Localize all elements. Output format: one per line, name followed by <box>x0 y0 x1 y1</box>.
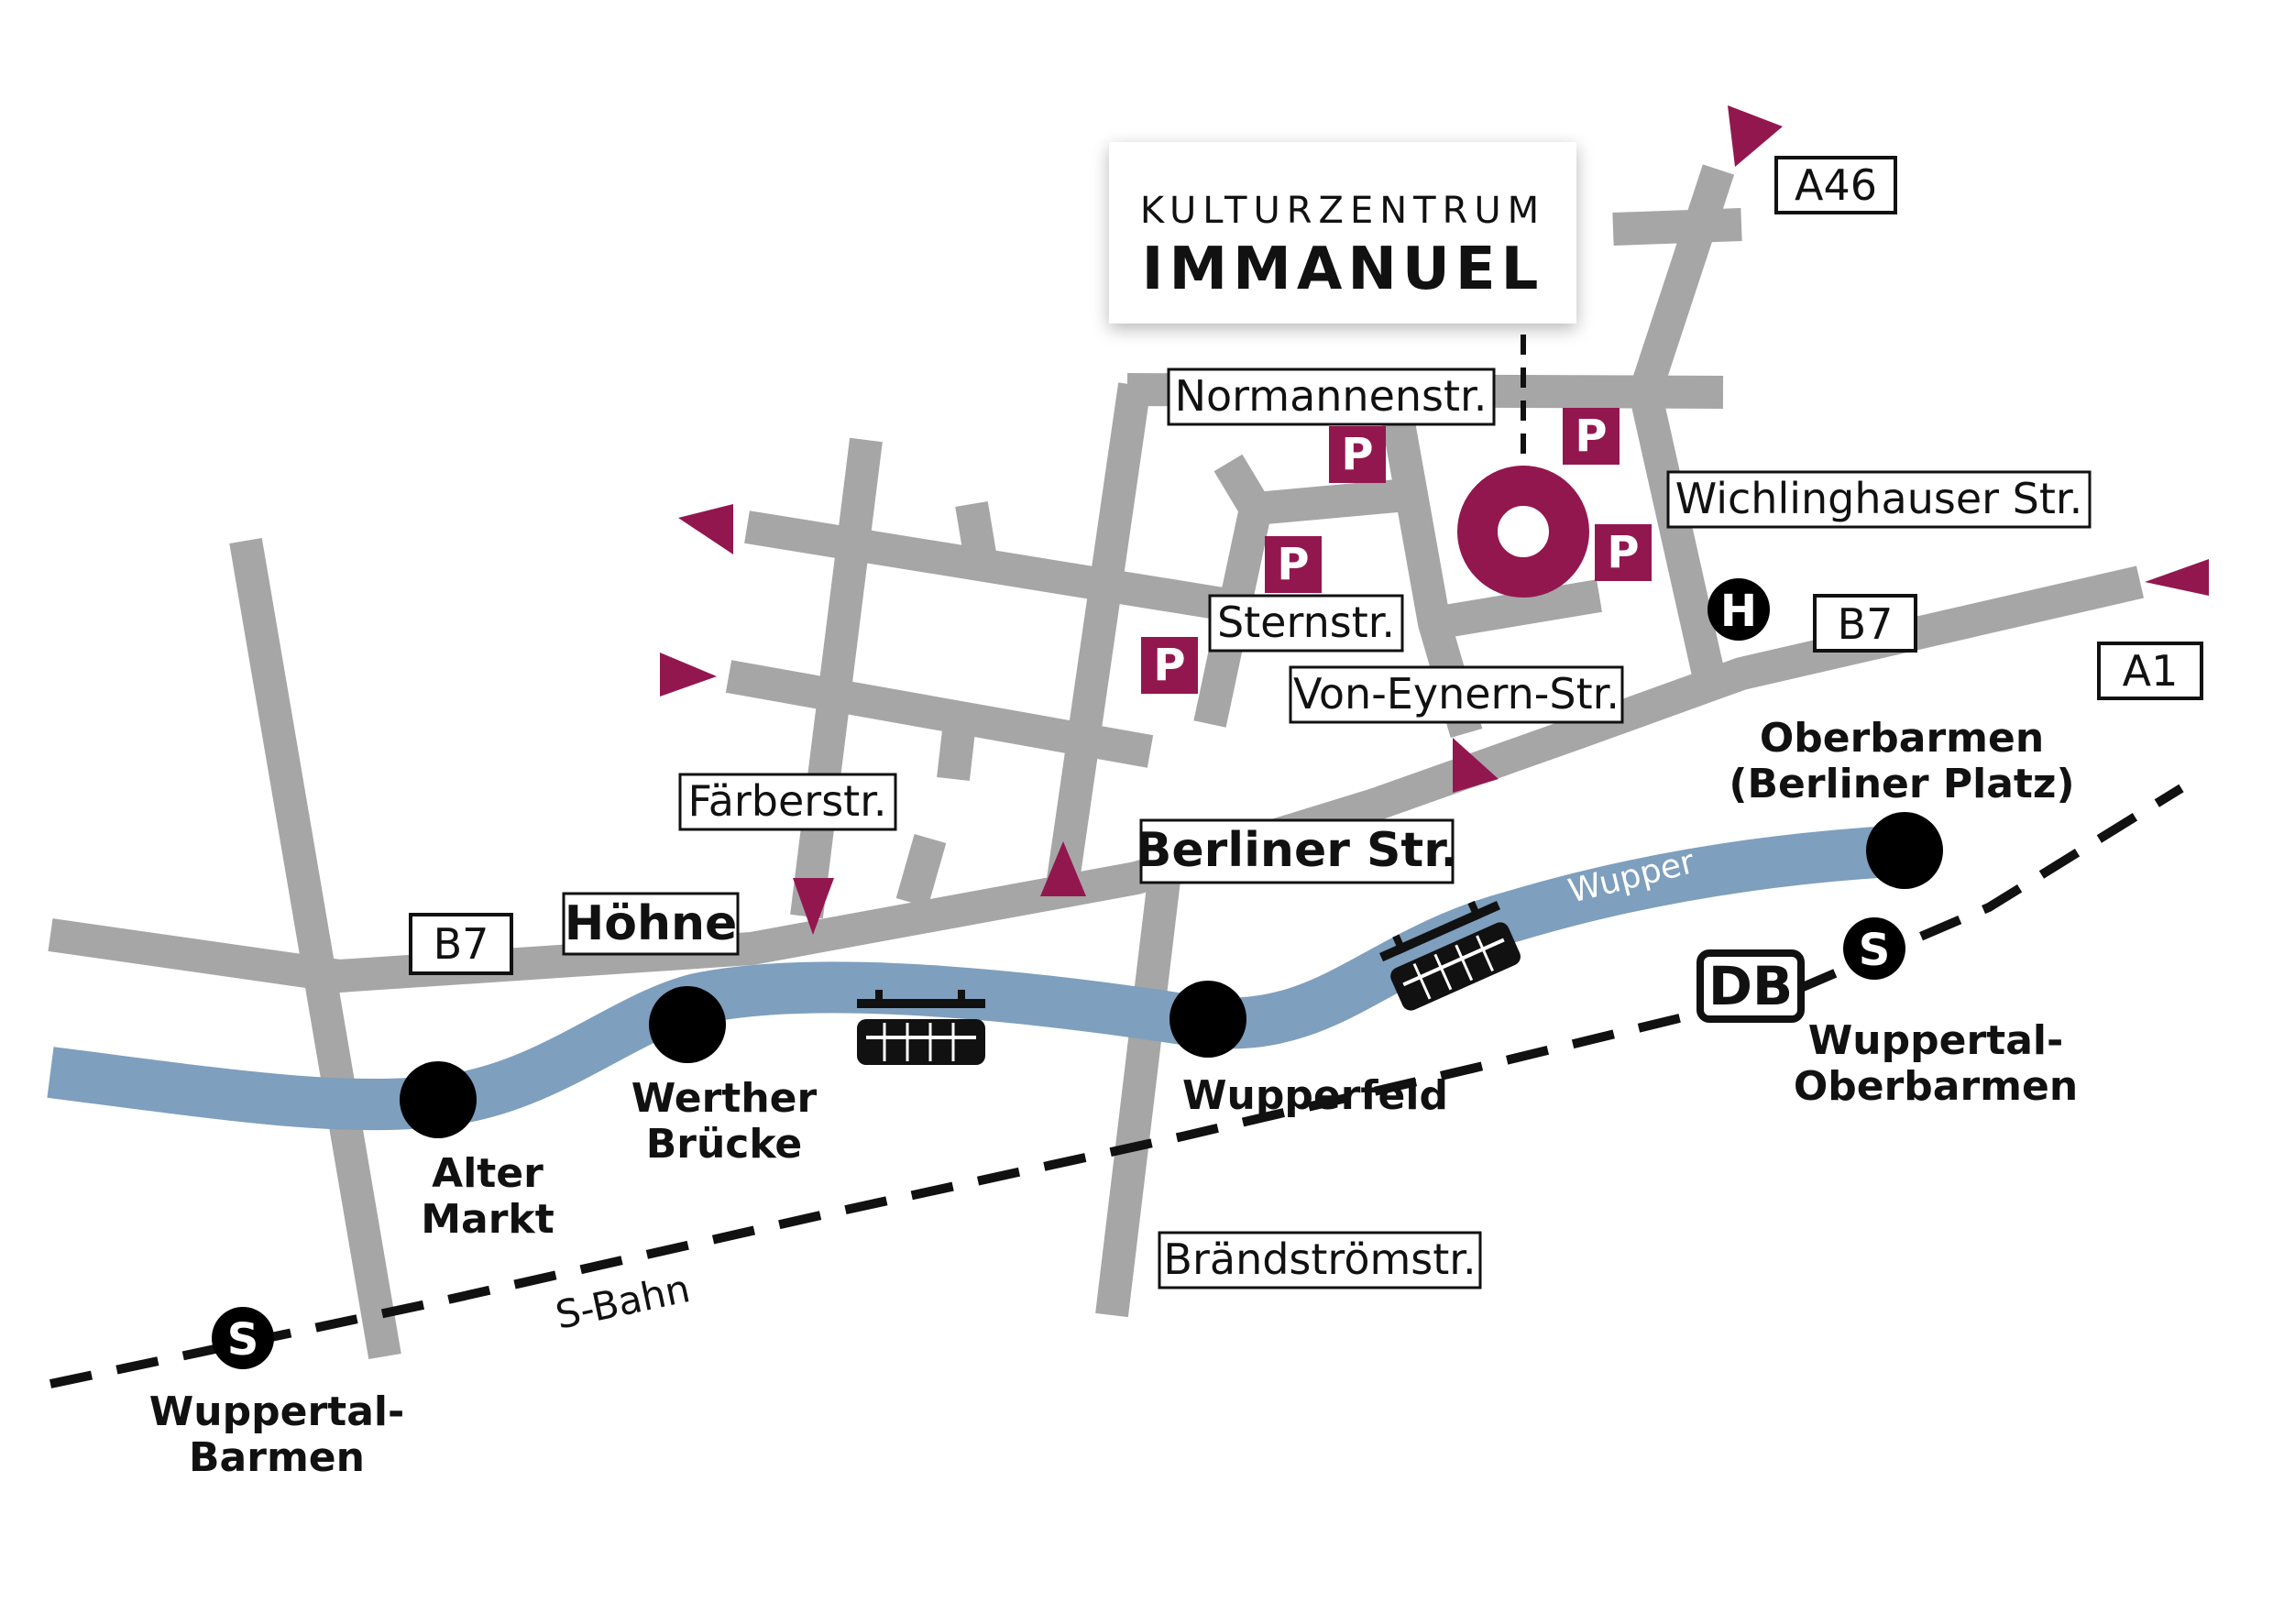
svg-text:Oberbarmen: Oberbarmen <box>1794 1063 2078 1110</box>
road-sign-b7-left: B7 <box>409 913 513 975</box>
sbahn-line <box>49 985 1798 1388</box>
svg-text:Höhne: Höhne <box>565 896 738 951</box>
street-label-wichlinghauser: Wichlinghauser Str. <box>1666 470 2092 529</box>
road-sign-a46: A46 <box>1774 156 1897 214</box>
station-oberbarmen <box>1866 812 1943 889</box>
arrow-a1-icon <box>2145 559 2209 596</box>
svg-text:(Berliner Platz): (Berliner Platz) <box>1729 761 2074 807</box>
db-logo: DB <box>1697 949 1805 1023</box>
label-wupperfeld: Wupperfeld <box>1182 1072 1448 1119</box>
station-werther-bruecke <box>649 986 726 1063</box>
road-a46-spur <box>1612 208 1742 246</box>
road-faerberstr <box>790 437 883 919</box>
svg-text:Markt: Markt <box>421 1196 554 1243</box>
road-braendstroem <box>1095 877 1180 1318</box>
venue-title-line2: IMMANUEL <box>1141 236 1544 303</box>
svg-text:Barmen: Barmen <box>189 1434 365 1481</box>
street-label-sternstr: Sternstr. <box>1208 594 1404 653</box>
road-sign-b7-right: B7 <box>1813 594 1917 653</box>
svg-text:Wuppertal-: Wuppertal- <box>1808 1017 2063 1064</box>
parking-icons: P P P P P <box>1141 408 1652 694</box>
road-upper-horizontal <box>744 510 1231 621</box>
label-wuppertal-barmen: Wuppertal- Barmen <box>149 1388 404 1481</box>
venue-title-line1: KULTURZENTRUM <box>1139 190 1546 232</box>
station-wupperfeld <box>1169 981 1246 1058</box>
arrow-down-faerber-icon <box>793 878 834 935</box>
road-sternstr-branch <box>1254 478 1409 525</box>
svg-text:Alter: Alter <box>432 1150 544 1197</box>
svg-text:P: P <box>1341 429 1373 480</box>
label-werther-bruecke: Werther Brücke <box>631 1075 818 1168</box>
station-alter-markt <box>400 1061 477 1138</box>
road-lower-horizontal <box>725 660 1154 768</box>
direction-arrows <box>660 105 2209 935</box>
street-label-hoehne: Höhne <box>562 892 740 956</box>
label-s-bahn: S-Bahn <box>552 1266 694 1338</box>
svg-text:H: H <box>1720 586 1757 637</box>
svg-text:P: P <box>1607 527 1639 578</box>
parking-icon: P <box>1595 524 1652 581</box>
schwebebahn-icon <box>1379 900 1521 1011</box>
svg-text:B7: B7 <box>1838 599 1894 649</box>
venue-title-card: KULTURZENTRUM IMMANUEL <box>1109 142 1576 324</box>
venue-marker <box>1457 466 1589 598</box>
road-vertical-mid <box>1047 382 1151 883</box>
svg-text:A1: A1 <box>2123 646 2179 696</box>
parking-icon: P <box>1265 536 1322 593</box>
street-label-von-eynern: Von-Eynern-Str. <box>1289 665 1624 724</box>
road-venue-east <box>1432 579 1602 640</box>
svg-text:Oberbarmen: Oberbarmen <box>1760 715 2044 762</box>
road-left-vertical <box>229 537 401 1360</box>
svg-text:P: P <box>1153 640 1185 691</box>
svg-text:P: P <box>1575 411 1607 462</box>
svg-text:Sternstr.: Sternstr. <box>1217 598 1395 647</box>
road-stub-3 <box>895 834 947 907</box>
street-label-normannenstr: Normannenstr. <box>1167 368 1496 426</box>
schwebebahn-stations <box>400 812 1943 1138</box>
svg-text:B7: B7 <box>434 919 489 969</box>
arrow-west-lower-icon <box>660 653 717 697</box>
parking-icon: P <box>1563 408 1620 465</box>
road-wichlinghauser <box>1628 164 1735 682</box>
schwebebahn-icon <box>857 990 985 1065</box>
svg-text:P: P <box>1277 539 1309 590</box>
label-oberbarmen: Oberbarmen (Berliner Platz) <box>1729 715 2074 807</box>
street-label-braendstroem: Brändströmstr. <box>1158 1231 1482 1289</box>
s-bahn-symbol: S <box>1843 917 1905 980</box>
arrow-west-upper-icon <box>678 504 733 554</box>
svg-text:A46: A46 <box>1795 160 1877 210</box>
svg-text:Berliner Str.: Berliner Str. <box>1136 823 1459 878</box>
arrow-up-mid-icon <box>1040 841 1086 896</box>
label-wuppertal-oberbarmen: Wuppertal- Oberbarmen <box>1794 1017 2078 1110</box>
svg-text:Von-Eynern-Str.: Von-Eynern-Str. <box>1293 669 1620 719</box>
parking-icon: P <box>1329 426 1386 483</box>
bus-stop-icon: H <box>1707 578 1770 641</box>
svg-text:Normannenstr.: Normannenstr. <box>1175 371 1488 421</box>
svg-text:S: S <box>1859 925 1891 976</box>
street-label-berliner: Berliner Str. <box>1136 818 1459 884</box>
arrow-down-eynern-icon <box>1453 738 1499 793</box>
svg-text:Färberstr.: Färberstr. <box>687 776 886 826</box>
street-label-faerberstr: Färberstr. <box>678 773 897 831</box>
arrow-a46-icon <box>1728 105 1783 167</box>
road-sign-a1: A1 <box>2097 642 2203 700</box>
svg-text:S: S <box>227 1314 259 1366</box>
svg-text:DB: DB <box>1708 955 1793 1017</box>
label-alter-markt: Alter Markt <box>421 1150 554 1243</box>
svg-text:Wuppertal-: Wuppertal- <box>149 1388 404 1435</box>
svg-text:Brücke: Brücke <box>646 1121 803 1168</box>
svg-text:Wichlinghauser Str.: Wichlinghauser Str. <box>1675 474 2082 523</box>
parking-icon: P <box>1141 637 1198 694</box>
svg-text:Brändströmstr.: Brändströmstr. <box>1163 1234 1476 1284</box>
s-bahn-symbol: S <box>212 1307 274 1369</box>
svg-text:Werther: Werther <box>631 1075 818 1122</box>
